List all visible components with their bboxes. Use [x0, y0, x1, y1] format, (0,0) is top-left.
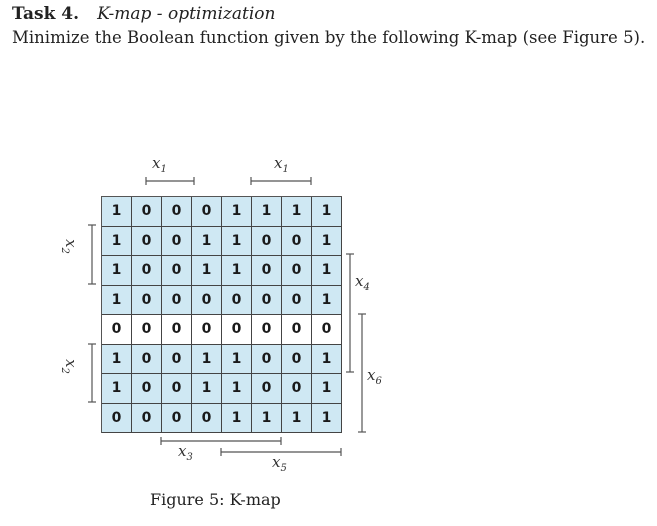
kmap-cell: 1	[312, 256, 342, 286]
kmap-cell: 1	[312, 285, 342, 315]
kmap-cell: 1	[222, 344, 252, 374]
kmap-cell: 1	[312, 403, 342, 433]
kmap-cell: 0	[222, 285, 252, 315]
kmap-cell: 1	[102, 344, 132, 374]
kmap-cell: 0	[282, 226, 312, 256]
kmap-cell: 1	[102, 374, 132, 404]
task-title: K-map - optimization	[97, 4, 276, 24]
task-label: Task 4.	[12, 4, 80, 24]
x1-left-label: x1	[152, 154, 167, 175]
kmap-cell: 0	[252, 226, 282, 256]
kmap-cell: 0	[192, 315, 222, 345]
kmap-cell: 0	[252, 374, 282, 404]
kmap-cell: 0	[312, 315, 342, 345]
kmap-cell: 0	[162, 344, 192, 374]
kmap-cell: 0	[162, 285, 192, 315]
kmap-cell: 0	[132, 403, 162, 433]
x4-label: x4	[355, 272, 370, 293]
kmap-cell: 1	[102, 285, 132, 315]
kmap-cell: 0	[162, 403, 192, 433]
x5-label: x5	[272, 453, 287, 474]
kmap-cell: 0	[282, 315, 312, 345]
kmap-cell: 0	[252, 285, 282, 315]
x2-lower-label: x2	[58, 359, 80, 374]
kmap-cell: 0	[282, 374, 312, 404]
kmap-cell: 0	[192, 285, 222, 315]
kmap-cell: 0	[192, 197, 222, 227]
kmap-cell: 0	[162, 256, 192, 286]
kmap-cell: 0	[222, 315, 252, 345]
x3-label: x3	[178, 442, 193, 463]
kmap-cell: 0	[162, 374, 192, 404]
kmap-cell: 1	[192, 374, 222, 404]
kmap-cell: 0	[132, 285, 162, 315]
kmap-cell: 0	[132, 256, 162, 286]
kmap-cell: 1	[252, 403, 282, 433]
kmap-cell: 0	[132, 226, 162, 256]
kmap-cell: 0	[132, 197, 162, 227]
kmap-cell: 0	[282, 285, 312, 315]
x6-label: x6	[367, 366, 382, 387]
task-description: Minimize the Boolean function given by t…	[12, 28, 646, 47]
x2-upper-label: x2	[58, 239, 80, 254]
kmap-cell: 0	[282, 344, 312, 374]
kmap-cell: 0	[192, 403, 222, 433]
kmap-cell: 0	[132, 374, 162, 404]
kmap-cell: 1	[252, 197, 282, 227]
kmap-cell: 1	[312, 226, 342, 256]
figure-caption: Figure 5: K-map	[150, 490, 281, 509]
kmap-cell: 1	[222, 197, 252, 227]
kmap-cell: 0	[162, 197, 192, 227]
kmap-cell: 1	[102, 197, 132, 227]
kmap-cell: 0	[252, 256, 282, 286]
x1-right-label: x1	[274, 154, 289, 175]
kmap-cell: 1	[192, 226, 222, 256]
kmap-cell: 0	[102, 403, 132, 433]
kmap-cell: 0	[252, 315, 282, 345]
kmap-cell: 1	[282, 403, 312, 433]
kmap-cell: 1	[312, 197, 342, 227]
kmap-cell: 1	[312, 374, 342, 404]
kmap-cell: 0	[132, 344, 162, 374]
kmap-cell: 1	[282, 197, 312, 227]
kmap-cell: 1	[102, 256, 132, 286]
kmap-cell: 0	[282, 256, 312, 286]
kmap-cell: 1	[222, 256, 252, 286]
kmap-cell: 1	[222, 374, 252, 404]
kmap-cell: 0	[132, 315, 162, 345]
kmap-cell: 1	[192, 256, 222, 286]
kmap-cell: 0	[162, 226, 192, 256]
kmap-cell: 1	[192, 344, 222, 374]
kmap-cell: 1	[222, 403, 252, 433]
kmap-cell: 1	[102, 226, 132, 256]
kmap-cell: 0	[162, 315, 192, 345]
kmap-cell: 0	[252, 344, 282, 374]
task-heading: Task 4. K-map - optimization	[12, 4, 275, 24]
kmap-cell: 1	[312, 344, 342, 374]
kmap-cell: 0	[102, 315, 132, 345]
kmap-cell: 1	[222, 226, 252, 256]
